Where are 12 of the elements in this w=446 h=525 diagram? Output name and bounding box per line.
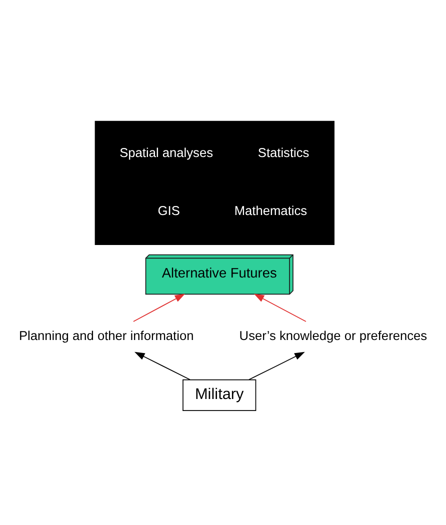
arrow	[254, 294, 306, 322]
node-text: GIS	[158, 202, 180, 218]
node-text: User’s knowledge or preferences	[239, 328, 428, 343]
node-text: Planning and other information	[19, 328, 194, 343]
node-text: Mathematics	[234, 202, 308, 218]
node-text: Spatial analyses	[120, 144, 214, 160]
arrow	[134, 352, 190, 380]
cluster	[94, 120, 334, 245]
node-text: Statistics	[258, 144, 310, 160]
node-box: Military	[182, 379, 256, 411]
arrow	[133, 294, 186, 322]
arrow	[248, 352, 305, 380]
